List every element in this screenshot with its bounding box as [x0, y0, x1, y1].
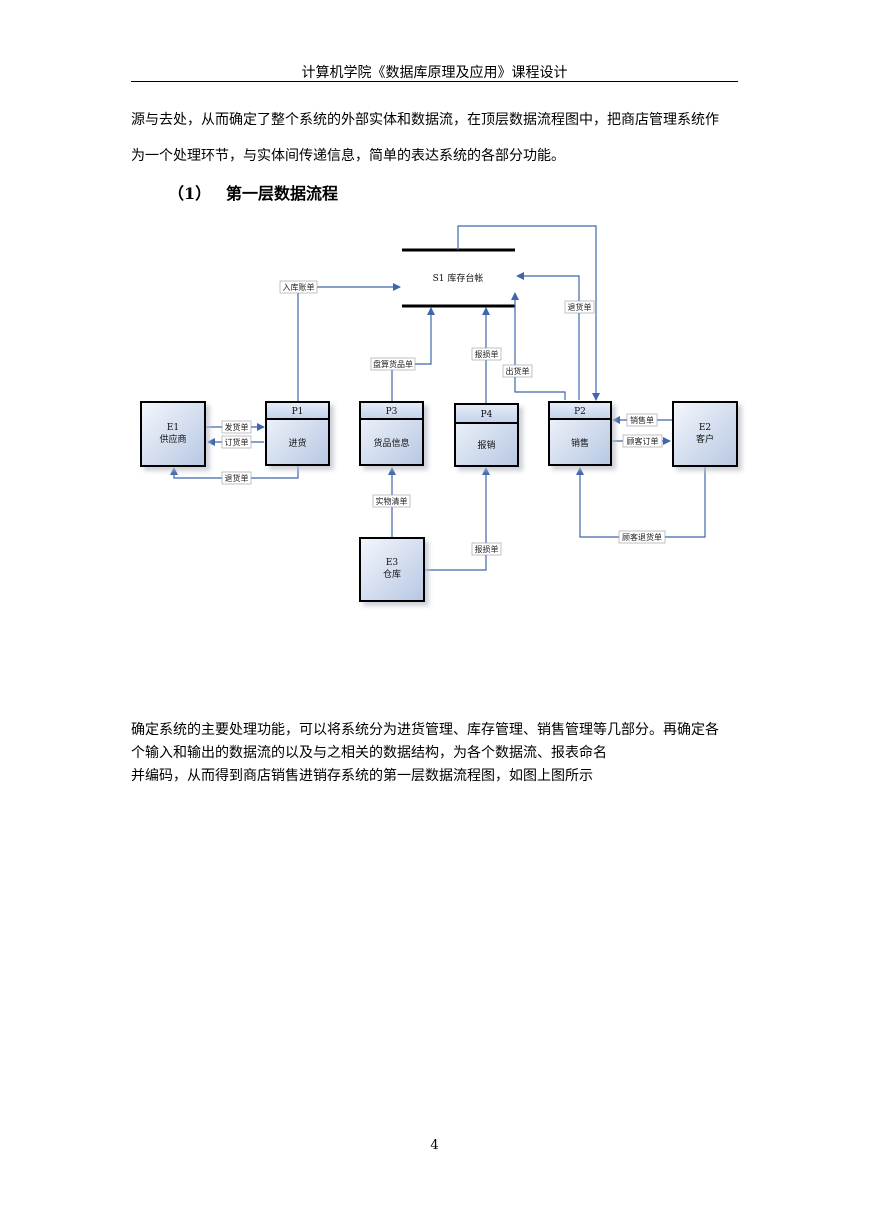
- data-store-s1: S1 库存台帐: [402, 248, 515, 308]
- flow-label-ruku: 入库账单: [283, 282, 315, 292]
- process-p4-name: 报销: [477, 439, 495, 451]
- flow-label-fahuo: 发货单: [225, 422, 249, 432]
- entity-e3-id: E3: [386, 558, 399, 568]
- entity-e2: [672, 401, 738, 467]
- process-p1-name: 进货: [288, 437, 306, 449]
- flow-label-baosun-top: 报损单: [475, 349, 499, 359]
- flow-label-tuihuo-bottom: 退货单: [225, 473, 249, 483]
- process-p3-id: P3: [386, 407, 398, 417]
- flow-label-guke-tui: 顾客退货单: [622, 532, 662, 542]
- entity-e1-name: 供应商: [159, 433, 186, 445]
- entity-e3-name: 仓库: [383, 568, 401, 580]
- flow-label-tuihuo-top: 退货单: [568, 302, 592, 312]
- header-rule: [131, 81, 738, 82]
- section-heading: （1） 第一层数据流程: [168, 180, 338, 204]
- process-p1-id: P1: [292, 407, 304, 417]
- flow-labels: 入库账单 盘算货品单 报损单 出货单 退货单 发货单 订货单 退货单 实物清单 …: [221, 280, 666, 556]
- entity-e1: [140, 401, 206, 467]
- flow-label-dinghuo: 订货单: [225, 437, 249, 447]
- process-p2-name: 销售: [571, 437, 589, 449]
- flow-label-shiwu: 实物清单: [376, 496, 408, 506]
- page-header: 计算机学院《数据库原理及应用》课程设计: [301, 65, 568, 81]
- process-p3-name: 货品信息: [373, 437, 409, 449]
- data-flow-diagram: S1 库存台帐 E1 供应商 E2 客户: [140, 225, 738, 602]
- process-p4: [454, 403, 519, 467]
- intro-line-1: 源与去处，从而确定了整个系统的外部实体和数据流，在顶层数据流程图中，把商店管理系…: [131, 112, 719, 128]
- data-store-label: S1 库存台帐: [433, 272, 484, 284]
- process-p4-id: P4: [481, 410, 493, 420]
- entity-e1-id: E1: [167, 423, 179, 433]
- flow-label-baosun-bottom: 报损单: [475, 544, 499, 554]
- process-p2: [548, 401, 612, 466]
- intro-line-2: 为一个处理环节，与实体间传递信息，简单的表达系统的各部分功能。: [131, 148, 565, 164]
- process-p2-id: P2: [574, 407, 586, 417]
- conclusion-line-3: 并编码，从而得到商店销售进销存系统的第一层数据流程图，如图上图所示: [131, 768, 593, 784]
- section-number: （1）: [168, 184, 212, 203]
- process-p1: [265, 401, 330, 466]
- flow-label-xiaoshou: 销售单: [630, 415, 654, 425]
- entity-e2-name: 客户: [696, 433, 714, 445]
- process-p3: [359, 401, 424, 466]
- conclusion-line-1: 确定系统的主要处理功能，可以将系统分为进货管理、库存管理、销售管理等几部分。再确…: [131, 722, 719, 738]
- section-title: 第一层数据流程: [226, 184, 339, 203]
- flow-label-guke-ding: 顾客订单: [627, 436, 659, 446]
- page-number: 4: [430, 1138, 439, 1153]
- flow-label-chuhuo: 出货单: [506, 366, 530, 376]
- flow-label-pandian: 盘算货品单: [373, 359, 413, 369]
- entity-e3: [359, 537, 425, 602]
- conclusion-line-2: 个输入和输出的数据流的以及与之相关的数据结构，为各个数据流、报表命名: [131, 745, 607, 761]
- entity-e2-id: E2: [699, 423, 711, 433]
